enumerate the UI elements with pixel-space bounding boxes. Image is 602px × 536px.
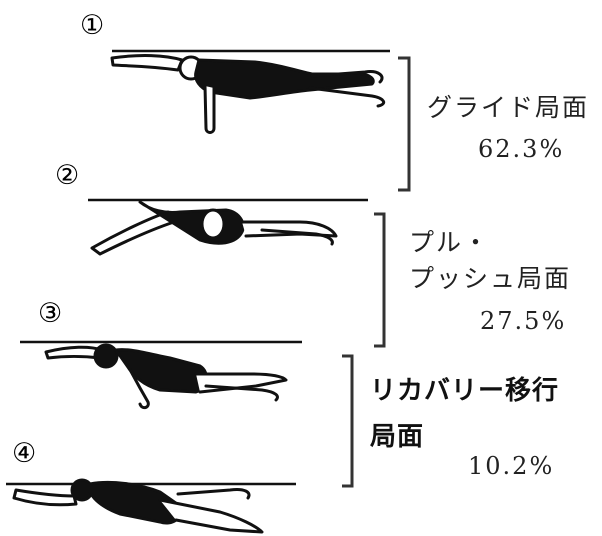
phase-label-pull-push: プル・ プッシュ局面 [409,226,571,296]
phase-percent-pull-push: 27.5% [480,306,566,336]
swimmer-recovery-figure [46,345,286,408]
phase-percent-glide: 62.3% [478,134,564,164]
phase-label-line: グライド局面 [427,91,589,125]
swimmer-transition-figure [14,480,262,532]
step-number-4: ④ [12,440,36,467]
step-number-3: ③ [38,300,62,327]
phase-percent-recovery: 10.2% [468,451,554,481]
step-number-1: ① [80,12,104,39]
bracket-recovery [342,356,352,486]
phase-label-line: プル・ [409,226,571,260]
swimmer-glide-figure [112,56,384,133]
bracket-pull-push [374,214,384,346]
phase-label-line: リカバリー移行 [370,372,559,410]
bracket-glide [398,58,409,190]
swimmer-pull-figure [92,202,336,254]
phase-label-glide: グライド局面 [427,91,589,125]
step-number-2: ② [55,162,79,189]
phase-label-line: プッシュ局面 [409,262,571,296]
phase-label-recovery: リカバリー移行 局面 [370,372,559,456]
